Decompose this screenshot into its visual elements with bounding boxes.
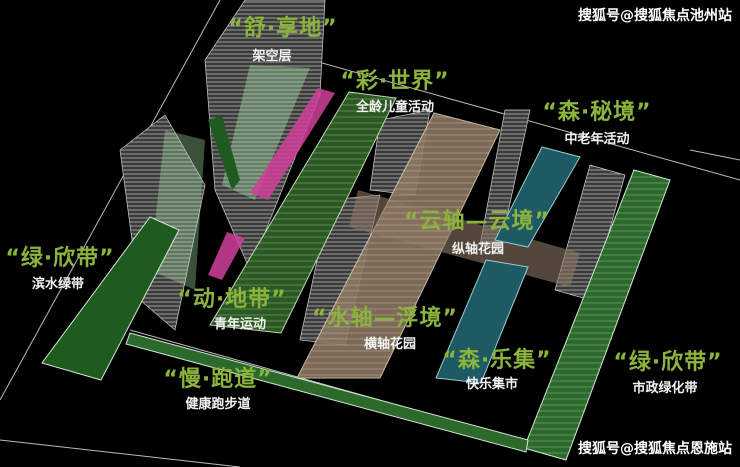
teal-zone-lower xyxy=(435,259,529,384)
teal-zone-upper xyxy=(494,146,581,248)
zone-title-senmijing: “森·秘境” xyxy=(542,100,652,125)
pink-strip-upper xyxy=(250,88,335,200)
zone-title-senleji: “森·乐集” xyxy=(442,348,552,373)
zone-subtitle-yunzhou: 纵轴花园 xyxy=(451,242,505,257)
municipal-green-texture xyxy=(524,170,670,460)
pink-strip-lower xyxy=(208,232,245,280)
riverside-green-upper xyxy=(208,116,240,190)
zone-subtitle-lvxindai-right: 市政绿化带 xyxy=(632,381,698,396)
zone-subtitle-lvxindai-left: 滨水绿带 xyxy=(31,277,85,292)
watermark-bottom: 搜狐号@搜狐焦点恩施站 xyxy=(578,441,732,457)
zone-title-lvxindai-left: “绿·欣带” xyxy=(5,246,115,271)
zone-subtitle-caishijie: 全龄儿童活动 xyxy=(355,100,435,115)
zone-subtitle-dongdidai: 青年运动 xyxy=(213,317,267,332)
watermark-top: 搜狐号@搜狐焦点池州站 xyxy=(578,8,732,24)
brown-texture xyxy=(297,113,500,378)
activity-green-texture xyxy=(210,92,396,333)
zone-title-shuxiangdi: “舒·享地” xyxy=(228,16,338,41)
jogging-track xyxy=(125,332,529,453)
zone-subtitle-senleji: 快乐集市 xyxy=(465,377,519,392)
zone-subtitle-shuxiangdi: 架空层 xyxy=(252,49,292,64)
zone-title-lvxindai-right: “绿·欣带” xyxy=(613,350,723,375)
riverside-green-band xyxy=(41,216,180,381)
zone-title-yunzhou: “云轴—云境” xyxy=(404,209,550,234)
zone-title-caishijie: “彩·世界” xyxy=(340,69,450,94)
podium-overlay xyxy=(222,65,310,200)
zone-subtitle-senmijing: 中老年活动 xyxy=(564,132,630,147)
zone-subtitle-manpaodao: 健康跑步道 xyxy=(185,397,251,412)
zone-title-dongdidai: “动·地带” xyxy=(177,287,287,312)
zone-title-manpaodao: “慢·跑道” xyxy=(163,367,273,392)
zone-title-shuizhou: “水轴—浮境” xyxy=(312,306,458,331)
zone-subtitle-shuizhou: 横轴花园 xyxy=(363,337,417,352)
